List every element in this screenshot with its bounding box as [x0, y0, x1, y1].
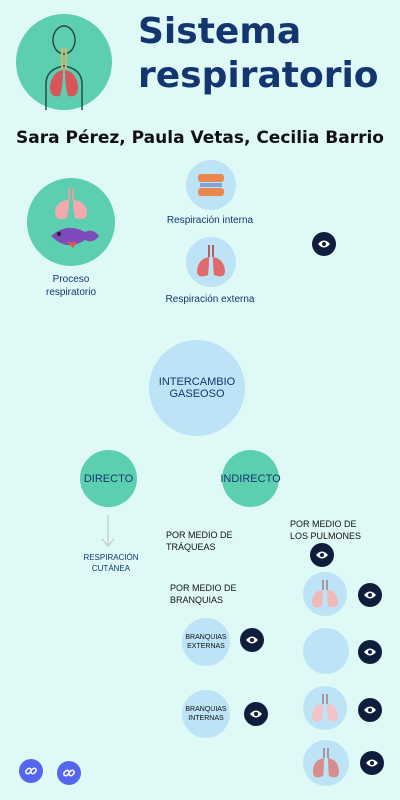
lung-anatomy-icon	[312, 694, 338, 722]
bronchi-icon	[313, 748, 339, 778]
view-button[interactable]	[312, 232, 336, 256]
cutaneous-respiration-label: RESPIRACIÓN CUTÁNEA	[83, 553, 139, 573]
lung-diagram-image[interactable]	[303, 572, 347, 616]
view-button[interactable]	[240, 628, 264, 652]
view-button[interactable]	[310, 543, 334, 567]
link-button[interactable]	[19, 759, 43, 783]
link-icon	[63, 769, 75, 777]
empty-image[interactable]	[303, 628, 349, 674]
torso-lungs-icon	[45, 25, 83, 110]
view-button[interactable]	[244, 702, 268, 726]
down-arrow-icon	[101, 515, 115, 548]
page-title: Sistema respiratorio	[138, 11, 379, 96]
lungs-fish-icon	[51, 188, 99, 248]
eye-icon	[364, 648, 376, 656]
external-respiration-image	[186, 237, 236, 287]
respiratory-illustration	[16, 14, 112, 110]
eye-icon	[250, 710, 262, 718]
gills-label: POR MEDIO DE BRANQUIAS	[170, 583, 237, 605]
process-label: Proceso respiratorio	[45, 274, 97, 298]
eye-icon	[318, 240, 330, 248]
lung-anatomy-image[interactable]	[303, 686, 347, 730]
link-icon	[25, 767, 37, 775]
tracheae-label: POR MEDIO DE TRÁQUEAS	[166, 530, 233, 552]
external-respiration-label: Respiración externa	[165, 294, 255, 305]
view-button[interactable]	[358, 583, 382, 607]
lungs-label: POR MEDIO DE LOS PULMONES	[290, 519, 362, 541]
authors: Sara Pérez, Paula Vetas, Cecilia Barrio	[16, 128, 384, 148]
internal-respiration-image	[186, 160, 236, 210]
eye-icon	[316, 551, 328, 559]
indirect-node[interactable]: INDIRECTO	[220, 450, 281, 507]
internal-respiration-label: Respiración interna	[166, 215, 254, 226]
lungs-icon	[197, 245, 225, 277]
eye-icon	[364, 706, 376, 714]
eye-icon	[366, 759, 378, 767]
view-button[interactable]	[360, 751, 384, 775]
cells-icon	[198, 174, 224, 196]
view-button[interactable]	[358, 698, 382, 722]
bronchi-image[interactable]	[303, 740, 349, 786]
link-button[interactable]	[57, 761, 81, 785]
view-button[interactable]	[358, 640, 382, 664]
process-image	[27, 178, 115, 266]
eye-icon	[246, 636, 258, 644]
lung-diagram-icon	[312, 580, 338, 608]
direct-node[interactable]: DIRECTO	[80, 450, 137, 507]
eye-icon	[364, 591, 376, 599]
